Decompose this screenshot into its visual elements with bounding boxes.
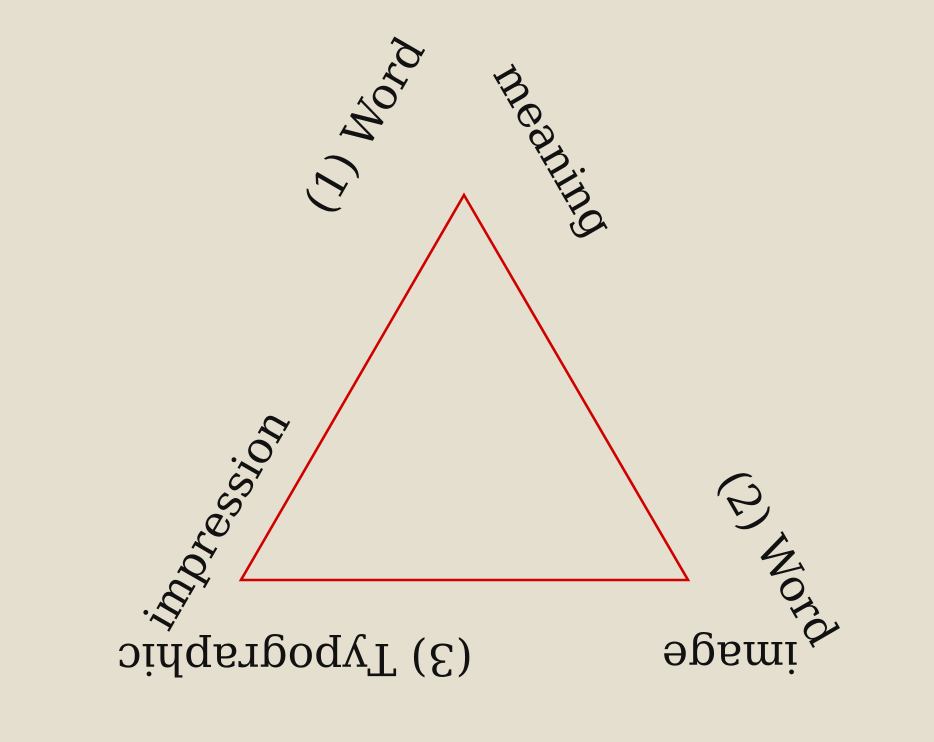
vertex-right-label-line-2: image <box>662 631 799 682</box>
triangle <box>238 192 691 582</box>
vertex-left-label-line-2: (3) Typographic <box>117 633 473 684</box>
